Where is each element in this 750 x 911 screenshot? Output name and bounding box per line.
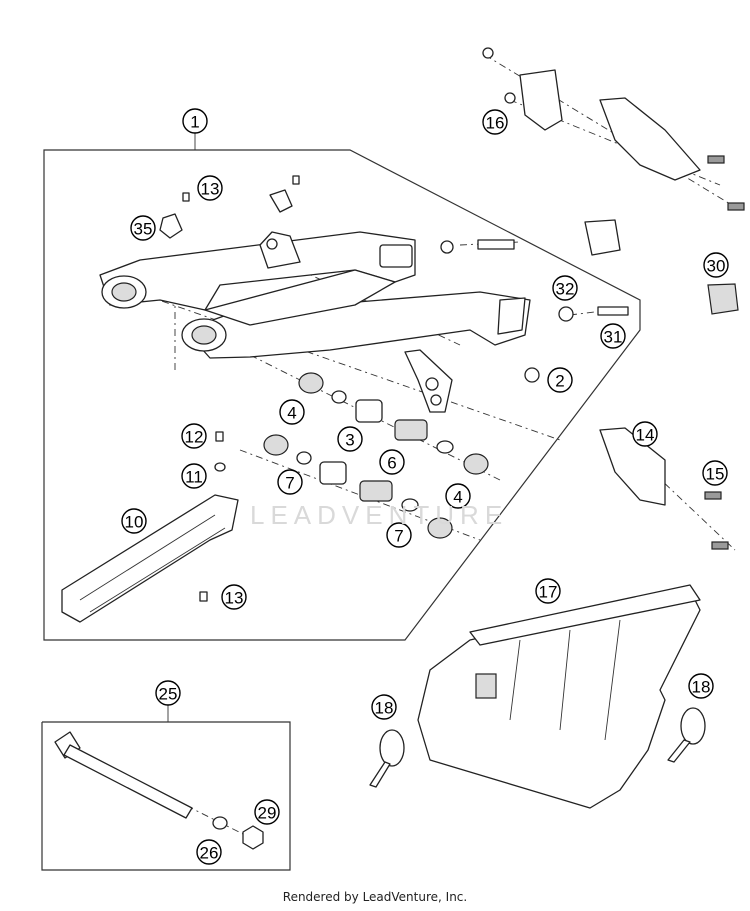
axle-group-frame — [41, 721, 291, 871]
axle-assembly — [54, 731, 264, 850]
callout-10: 10 — [121, 508, 147, 534]
callout-29-label: 29 — [258, 804, 277, 823]
cable-tie — [369, 729, 405, 788]
callout-35-label: 35 — [134, 220, 153, 239]
callout-16-label: 16 — [486, 114, 505, 133]
callout-14-label: 14 — [636, 426, 655, 445]
callout-1: 1 — [182, 108, 208, 134]
callout-11-label: 11 — [185, 468, 203, 487]
chain-slider — [61, 494, 239, 623]
bearing-stack — [214, 372, 489, 539]
bolt — [597, 306, 629, 316]
callout-14: 14 — [632, 421, 658, 447]
swingarm — [99, 231, 531, 413]
callout-12-label: 12 — [185, 428, 204, 447]
callout-13: 13 — [197, 175, 223, 201]
callout-4-lower-label: 4 — [453, 488, 462, 507]
cable-tie — [667, 707, 706, 763]
callout-30-label: 30 — [707, 257, 726, 276]
callout-30: 30 — [703, 252, 729, 278]
callout-17: 17 — [535, 578, 561, 604]
callout-18-right: 18 — [688, 673, 714, 699]
callout-18: 18 — [371, 694, 397, 720]
callout-10-label: 10 — [125, 513, 144, 532]
callout-6-label: 6 — [387, 454, 396, 473]
callout-3-label: 3 — [345, 431, 354, 450]
callout-7-lower: 7 — [386, 522, 412, 548]
callout-2: 2 — [547, 367, 573, 393]
watermark: LEADVENTURE — [250, 500, 509, 530]
callout-32-label: 32 — [556, 280, 575, 299]
callout-13-lower: 13 — [221, 584, 247, 610]
callout-29: 29 — [254, 799, 280, 825]
callout-3: 3 — [337, 426, 363, 452]
callout-16: 16 — [482, 109, 508, 135]
callout-13-label: 13 — [201, 180, 220, 199]
callout-15-label: 15 — [706, 465, 725, 484]
callout-18-right-label: 18 — [692, 678, 711, 697]
callout-7-lower-label: 7 — [394, 527, 403, 546]
chain-guard — [417, 584, 701, 809]
callout-4-lower: 4 — [445, 483, 471, 509]
upper-chain-guide — [599, 97, 701, 181]
callout-13-lower-label: 13 — [225, 589, 244, 608]
callout-11: 11 — [181, 463, 207, 489]
swingarm-group-frame — [43, 149, 641, 641]
nut — [524, 367, 540, 383]
callout-25: 25 — [155, 680, 181, 706]
callout-18-label: 18 — [375, 699, 394, 718]
callout-31-label: 31 — [604, 328, 623, 347]
clamp-bracket — [159, 175, 300, 239]
callout-35: 35 — [130, 215, 156, 241]
callout-15: 15 — [702, 460, 728, 486]
callout-1-label: 1 — [190, 113, 199, 132]
callout-26-label: 26 — [200, 844, 219, 863]
callout-17-label: 17 — [539, 583, 558, 602]
rubber-pad — [584, 219, 621, 256]
callout-7: 7 — [277, 469, 303, 495]
callout-2-label: 2 — [555, 372, 564, 391]
callout-32: 32 — [552, 275, 578, 301]
callout-25-label: 25 — [159, 685, 178, 704]
callout-4-label: 4 — [287, 404, 296, 423]
callout-4: 4 — [279, 399, 305, 425]
callout-6: 6 — [379, 449, 405, 475]
chain-guide — [599, 427, 666, 506]
callout-12: 12 — [181, 423, 207, 449]
footer-credit: Rendered by LeadVenture, Inc. — [282, 890, 468, 904]
callout-26: 26 — [196, 839, 222, 865]
callout-31: 31 — [600, 323, 626, 349]
callout-7-label: 7 — [285, 474, 294, 493]
